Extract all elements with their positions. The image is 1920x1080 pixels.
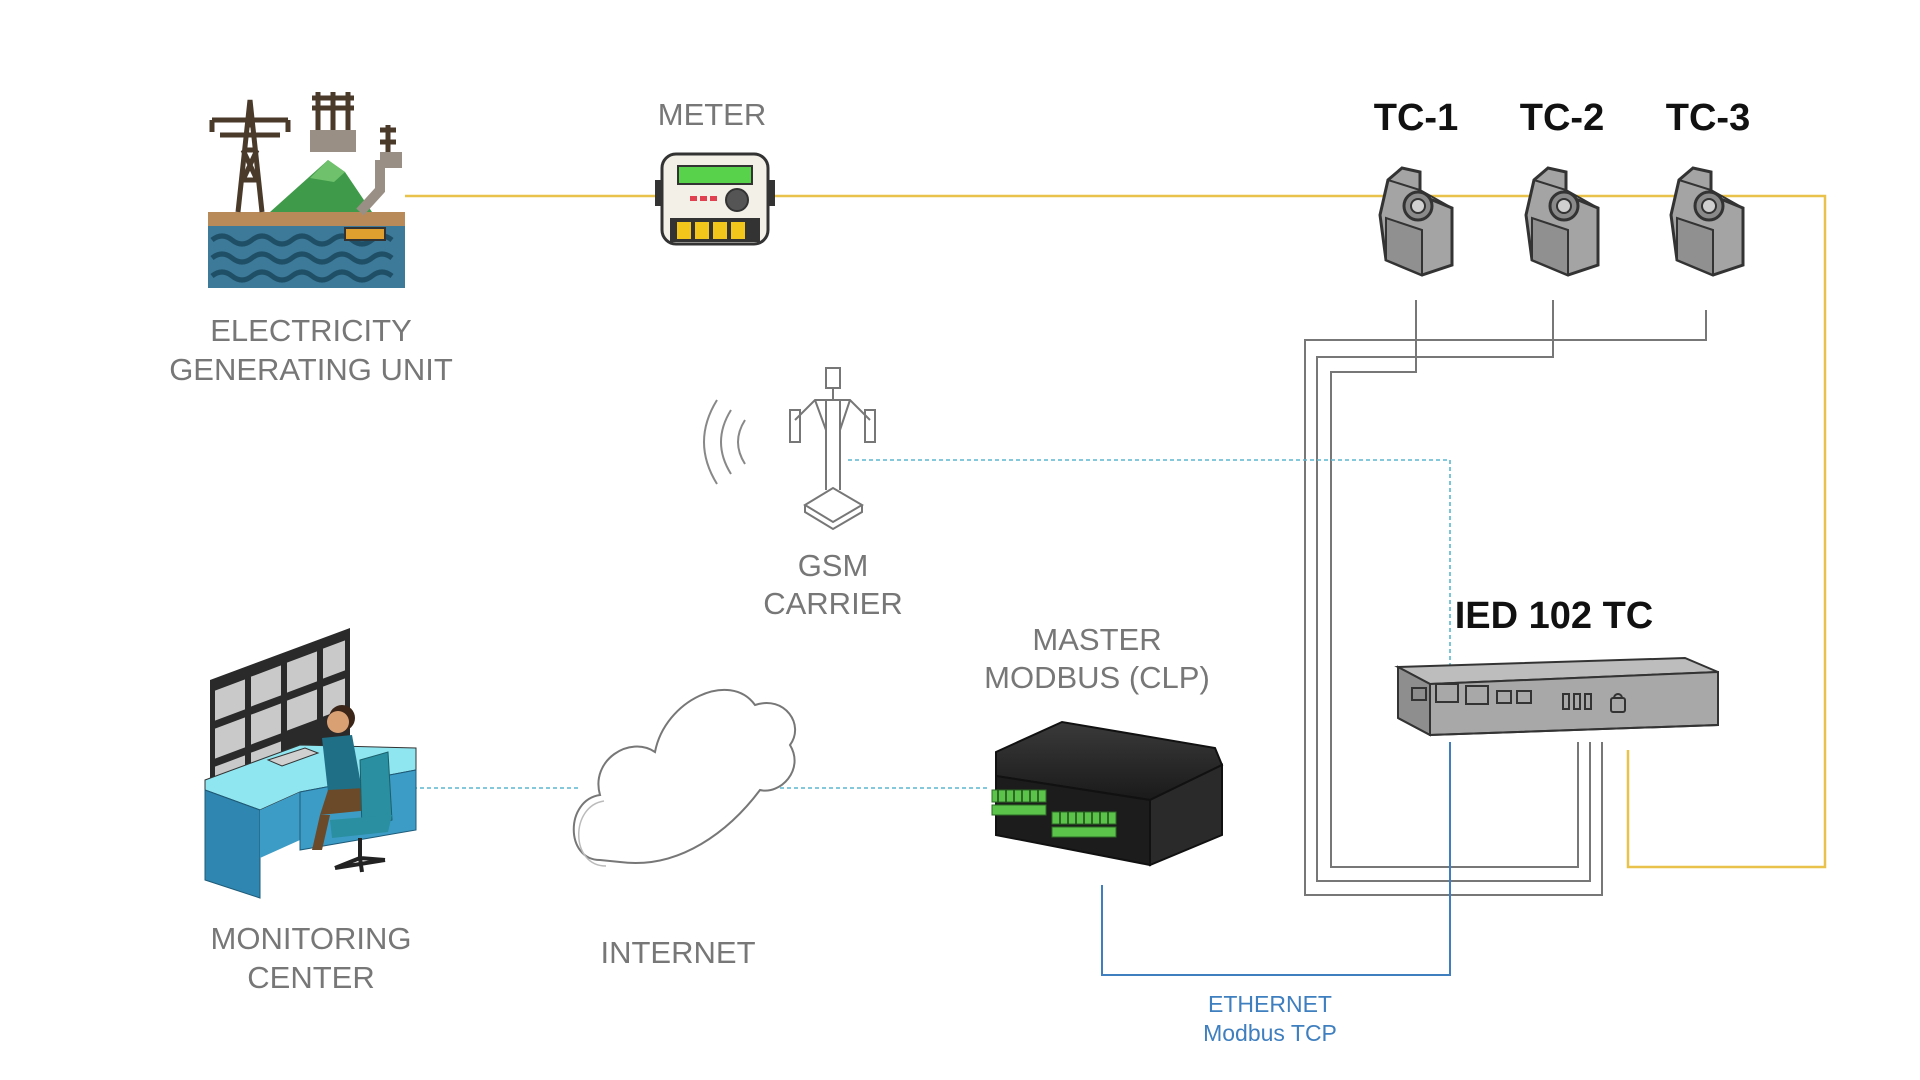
master-label-line2: MODBUS (CLP): [984, 660, 1210, 695]
current-transformer-icon: [1669, 166, 1745, 277]
generating-unit-label-line1: ELECTRICITY: [210, 313, 412, 348]
monitoring-label-line1: MONITORING: [211, 921, 412, 956]
monitoring-label-line2: CENTER: [247, 960, 374, 995]
cloud-icon: [572, 688, 796, 867]
ethernet-link: [1101, 742, 1451, 976]
gsm-tower-icon: [789, 367, 876, 531]
connections: [405, 194, 1827, 976]
gsm-link: [848, 459, 1451, 670]
internet-label: INTERNET: [601, 935, 756, 970]
control-room-operator-icon: [204, 628, 417, 899]
gsm-label-line2: CARRIER: [763, 586, 903, 621]
gsm-label-line1: GSM: [798, 548, 869, 583]
tc1-label: TC-1: [1374, 97, 1458, 139]
electric-meter-icon: [655, 152, 775, 246]
power-plant-icon: [208, 92, 405, 288]
master-label-line1: MASTER: [1032, 622, 1161, 657]
ethernet-label-line1: ETHERNET: [1208, 991, 1332, 1017]
tc2-label: TC-2: [1520, 97, 1604, 139]
plc-controller-icon: [991, 720, 1224, 867]
meter-label: METER: [658, 97, 767, 132]
ct-cables: [1304, 300, 1707, 896]
tc3-label: TC-3: [1666, 97, 1750, 139]
power-line: [405, 194, 1827, 869]
signal-waves-icon: [703, 399, 746, 485]
ethernet-label-line2: Modbus TCP: [1203, 1020, 1337, 1046]
current-transformer-icon: [1378, 166, 1454, 277]
generating-unit-label-line2: GENERATING UNIT: [169, 352, 453, 387]
current-transformer-icon: [1524, 166, 1600, 277]
ied-device-icon: [1394, 656, 1719, 737]
ied-label: IED 102 TC: [1455, 595, 1654, 637]
